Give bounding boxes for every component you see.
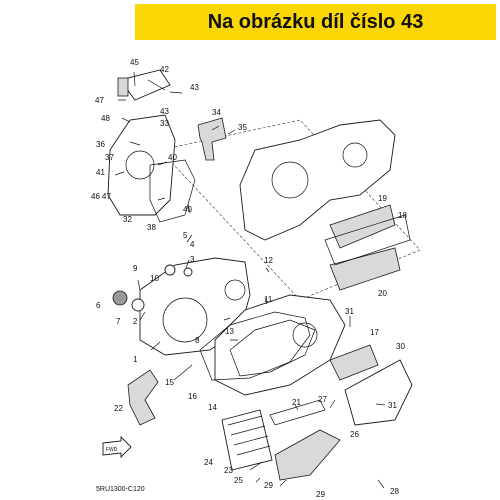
callout-12: 12 [264,256,273,265]
callout-1: 1 [133,355,138,364]
panel-22 [127,369,159,426]
callout-45: 46 [91,192,100,201]
gasket-16 [199,311,311,381]
air-filter-24 [221,409,273,471]
hose-part [119,69,171,101]
duct-27 [269,399,326,426]
callout-22: 22 [114,404,123,413]
callout-42: 42 [160,65,169,74]
seal-10 [183,267,193,277]
duct-26 [274,429,341,481]
cover-window [229,319,316,377]
callout-24: 24 [204,458,213,467]
callout-11: 11 [264,295,273,304]
callout-10: 10 [150,274,159,283]
crankcase-bore-2 [342,142,368,168]
callout-4: 4 [190,240,195,249]
callout-43-a: 43 [190,83,199,92]
cover-19 [329,204,396,249]
callout-34: 33 [160,119,169,128]
cover-round [162,297,208,343]
seal-9 [164,264,176,276]
filter-rib-3 [233,435,269,446]
callout-14: 14 [208,403,217,412]
callout-32: 31 [345,307,354,316]
cover-boss-2 [292,322,318,348]
callout-21: 21 [292,398,301,407]
callout-33: 32 [123,215,132,224]
reference-outline [159,119,421,301]
callout-9: 9 [133,264,138,273]
side-cover-bore [125,150,155,180]
callout-19: 19 [378,194,387,203]
callout-26: 26 [350,430,359,439]
callout-3: 3 [190,255,195,264]
cover-30 [344,359,413,426]
title-banner: Na obrázku díl číslo 43 [135,4,496,40]
gasket-40 [149,159,196,223]
callout-44: 45 [130,58,139,67]
cover-boss [224,279,246,301]
callout-23: 23 [224,466,233,475]
callout-35: 34 [212,108,221,117]
callout-29-b: 29 [316,490,325,499]
callout-38: 37 [105,153,114,162]
seal-6 [112,290,128,306]
callout-29-a: 29 [264,481,273,490]
seal-7 [131,298,145,312]
cover-20 [329,247,401,291]
title-text: Na obrázku díl číslo 43 [207,10,424,33]
diagram-code: 5RU1300-C120 [96,486,145,493]
callout-27: 27 [318,395,327,404]
callout-15: 15 [165,378,174,387]
side-cover-part [107,114,176,216]
crankcase-bore [271,161,309,199]
callout-31: 31 [388,401,397,410]
filter-rib-4 [236,445,271,456]
filter-rib-2 [230,425,266,436]
callout-39: 38 [147,223,156,232]
callout-47: 47 [95,96,104,105]
callout-43-b: 43 [160,107,169,116]
callout-30: 30 [396,342,405,351]
callout-37: 36 [96,140,105,149]
callout-36: 35 [238,123,247,132]
bracket-35 [197,117,227,161]
callout-40-b: 40 [183,205,192,214]
callout-8: 8 [195,336,200,345]
cover-17 [329,344,379,381]
sensor-part [117,77,129,97]
callout-48: 48 [101,114,110,123]
crankcase-part [239,119,396,241]
callout-28: 28 [390,487,399,496]
callout-2: 2 [133,317,138,326]
callout-41: 41 [96,168,105,177]
callout-6: 6 [96,301,101,310]
fwd-arrow-icon [102,435,132,459]
callout-16: 16 [188,392,197,401]
callout-7: 7 [116,317,121,326]
callout-18: 18 [398,211,407,220]
callout-20: 20 [378,289,387,298]
callout-40-a: 40 [168,153,177,162]
callout-13: 13 [225,327,234,336]
callout-17: 17 [370,328,379,337]
callout-5: 5 [183,231,188,240]
callout-25: 25 [234,476,243,485]
callout-46: 47 [102,192,111,201]
cover-18 [324,214,411,266]
fwd-label: FWD [106,447,118,453]
filter-rib-1 [227,415,263,426]
leader-lines [114,71,386,489]
